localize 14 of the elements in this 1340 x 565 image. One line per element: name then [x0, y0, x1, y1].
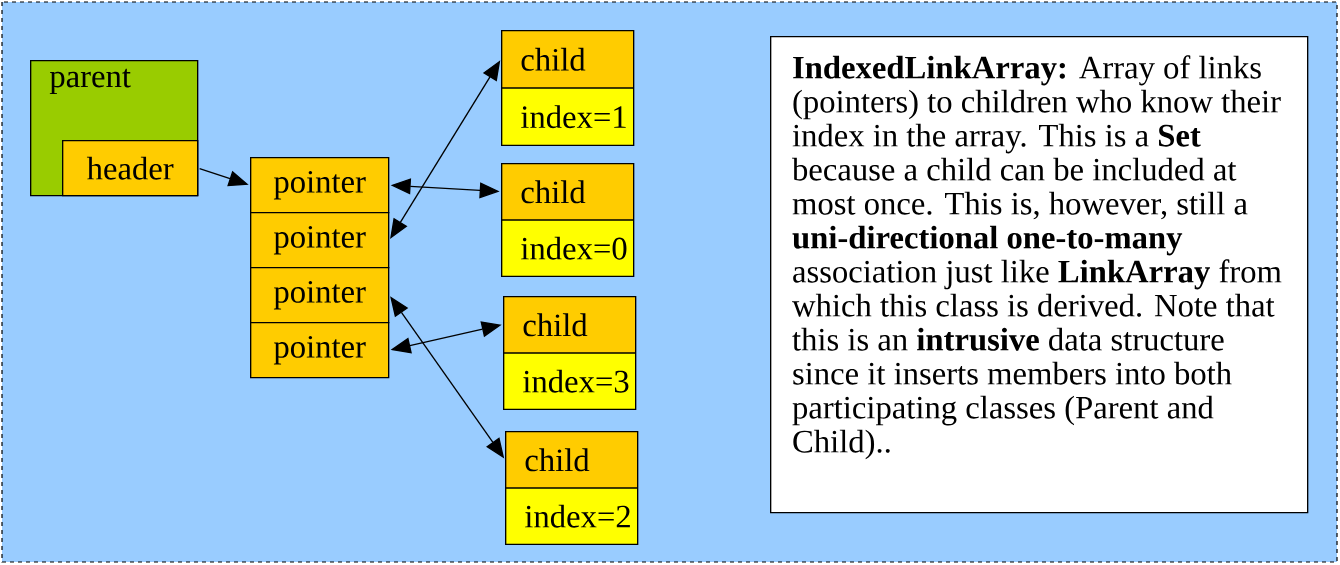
child-box: child index=3: [503, 296, 637, 410]
field-box: header: [62, 140, 199, 197]
field-box: pointer: [250, 322, 390, 379]
child-box: child index=2: [505, 431, 639, 545]
node-label: index=1: [521, 105, 626, 129]
child-box: child index=0: [501, 163, 635, 277]
note-box: IndexedLinkArray: Array of links (pointers) to children who know their index in the array. This is a Set because a child can be included at most once. This is, however, still a uni-directional one-to-many association just like LinkArray from which this class is derived. Note that this is an intrusive data structure since it inserts members into both participating classes (Parent and Child)..: [770, 36, 1309, 514]
node-label: index=2: [525, 504, 630, 528]
node-label: child: [523, 313, 588, 337]
child-box: child index=1: [501, 30, 635, 146]
field-box: pointer: [250, 157, 390, 214]
field-box: pointer: [250, 212, 390, 269]
node-label: index=0: [521, 236, 627, 260]
field-box: pointer: [250, 267, 390, 324]
